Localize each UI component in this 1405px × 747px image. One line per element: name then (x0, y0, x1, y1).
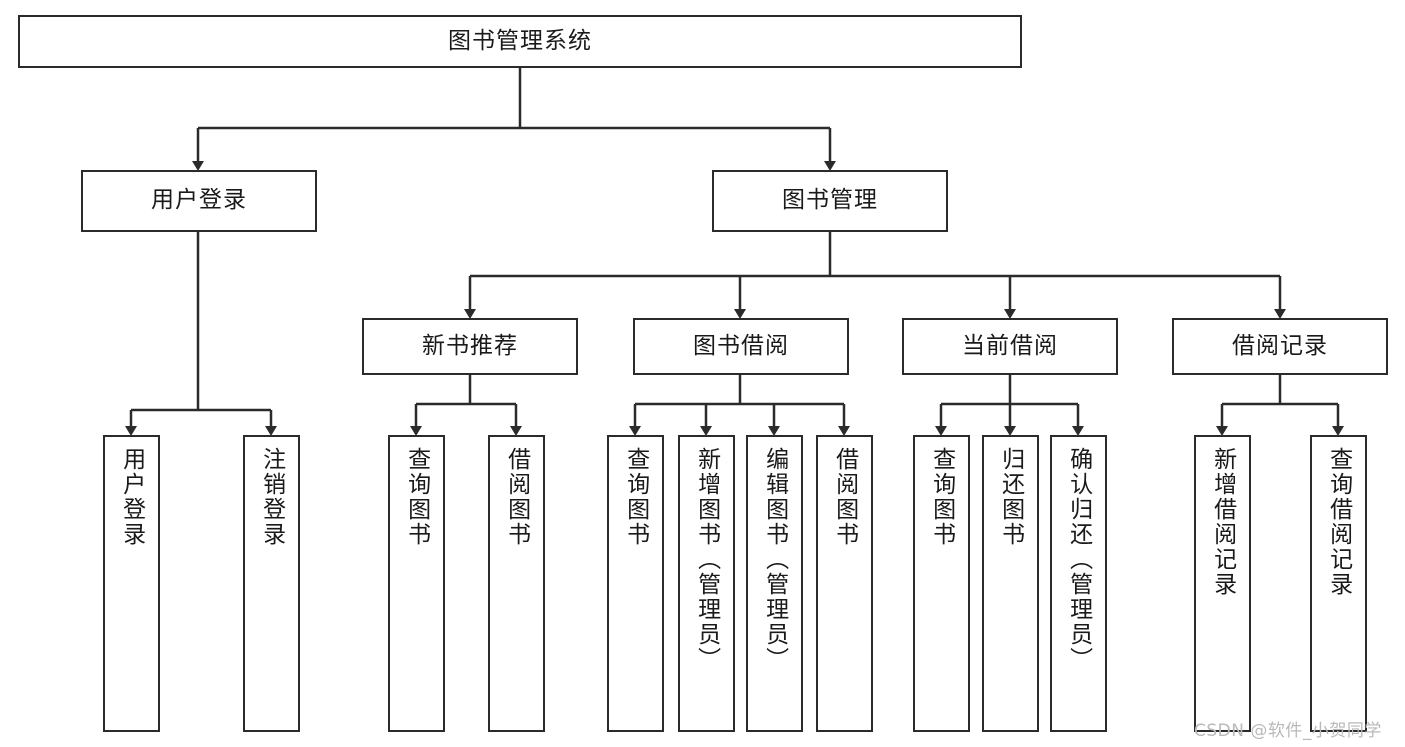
node-leaf-query-book-2[interactable]: 查询图书 (607, 435, 664, 732)
node-leaf-query-book-2-label: 查询图书 (622, 447, 649, 547)
node-leaf-add-book-label: 新增图书（管理员） (693, 447, 720, 672)
node-leaf-query-book-3-label: 查询图书 (928, 447, 955, 547)
watermark: CSDN @软件_小贺同学 (1194, 721, 1382, 741)
node-leaf-query-book-3[interactable]: 查询图书 (913, 435, 970, 732)
node-leaf-edit-book-label: 编辑图书（管理员） (761, 447, 788, 672)
node-leaf-add-record[interactable]: 新增借阅记录 (1194, 435, 1251, 732)
node-book-borrow[interactable]: 图书借阅 (633, 318, 849, 375)
node-root-label: 图书管理系统 (448, 27, 592, 54)
node-new-book-recommend[interactable]: 新书推荐 (362, 318, 578, 375)
node-leaf-query-book-1-label: 查询图书 (403, 447, 430, 547)
node-leaf-edit-book[interactable]: 编辑图书（管理员） (746, 435, 803, 732)
node-leaf-confirm-return-label: 确认归还（管理员） (1065, 447, 1092, 672)
node-leaf-query-record-label: 查询借阅记录 (1325, 447, 1352, 597)
node-leaf-user-login-label: 用户登录 (118, 447, 145, 547)
node-leaf-add-book[interactable]: 新增图书（管理员） (678, 435, 735, 732)
node-leaf-borrow-book-1-label: 借阅图书 (503, 447, 530, 547)
node-leaf-logout-login[interactable]: 注销登录 (243, 435, 300, 732)
node-root[interactable]: 图书管理系统 (18, 15, 1022, 68)
node-leaf-query-record[interactable]: 查询借阅记录 (1310, 435, 1367, 732)
node-leaf-logout-login-label: 注销登录 (258, 447, 285, 547)
node-user-login-label: 用户登录 (151, 187, 247, 214)
node-leaf-query-book-1[interactable]: 查询图书 (388, 435, 445, 732)
node-user-login[interactable]: 用户登录 (81, 170, 317, 232)
node-current-borrow[interactable]: 当前借阅 (902, 318, 1118, 375)
node-leaf-add-record-label: 新增借阅记录 (1209, 447, 1236, 597)
node-book-manage-label: 图书管理 (782, 187, 878, 214)
node-borrow-record-label: 借阅记录 (1232, 332, 1328, 359)
node-book-manage[interactable]: 图书管理 (712, 170, 948, 232)
node-leaf-borrow-book-2[interactable]: 借阅图书 (816, 435, 873, 732)
node-leaf-borrow-book-2-label: 借阅图书 (831, 447, 858, 547)
node-borrow-record[interactable]: 借阅记录 (1172, 318, 1388, 375)
node-new-book-recommend-label: 新书推荐 (422, 332, 518, 359)
node-leaf-return-book[interactable]: 归还图书 (982, 435, 1039, 732)
node-leaf-confirm-return[interactable]: 确认归还（管理员） (1050, 435, 1107, 732)
node-leaf-borrow-book-1[interactable]: 借阅图书 (488, 435, 545, 732)
node-leaf-user-login[interactable]: 用户登录 (103, 435, 160, 732)
node-leaf-return-book-label: 归还图书 (997, 447, 1024, 547)
node-current-borrow-label: 当前借阅 (962, 332, 1058, 359)
node-book-borrow-label: 图书借阅 (693, 332, 789, 359)
